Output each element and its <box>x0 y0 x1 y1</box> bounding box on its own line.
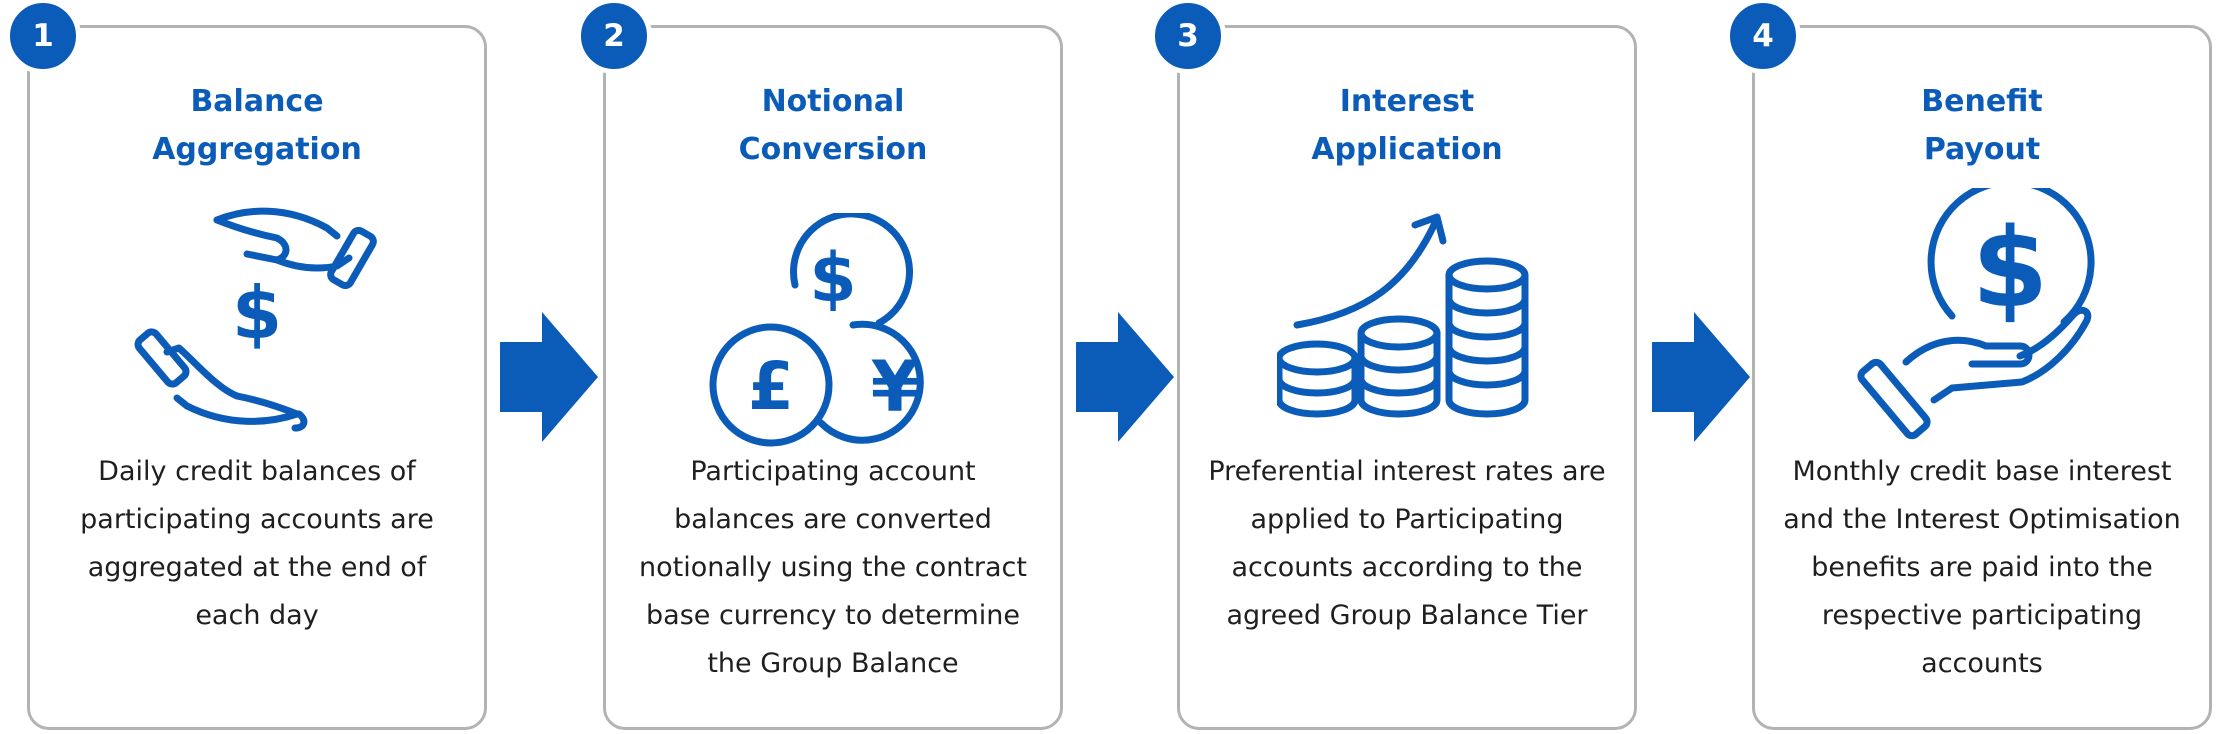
step-description: Preferential interest rates are applied … <box>1208 456 1606 631</box>
step-title-line: Balance <box>190 84 324 119</box>
svg-text:$: $ <box>232 271 282 355</box>
svg-text:£: £ <box>748 348 794 425</box>
svg-text:$: $ <box>1972 204 2049 332</box>
step-title-line: Interest <box>1339 84 1475 119</box>
step-title: Benefit Payout <box>1755 78 2209 174</box>
svg-text:¥: ¥ <box>871 346 920 428</box>
step-card-2: Notional Conversion $ £ ¥ Participating … <box>603 25 1063 730</box>
step-title-line: Benefit <box>1921 84 2043 119</box>
step-title: Balance Aggregation <box>30 78 484 174</box>
step-title: Notional Conversion <box>606 78 1060 174</box>
flow-arrow <box>1652 312 1752 442</box>
step-card-3: Interest Application <box>1177 25 1637 730</box>
step-card-4: Benefit Payout $ Monthly credit base int… <box>1752 25 2212 730</box>
step-number-badge: 1 <box>5 0 81 74</box>
step-number-badge: 3 <box>1150 0 1226 74</box>
flow-arrow <box>1076 312 1176 442</box>
step-card-1: Balance Aggregation $ Daily credit balan… <box>27 25 487 730</box>
step-title-line: Conversion <box>738 132 928 167</box>
step-title-line: Application <box>1311 132 1503 167</box>
step-description: Daily credit balances of participating a… <box>80 456 434 631</box>
hand-holding-dollar-coin-icon: $ <box>1755 188 2209 463</box>
currency-coins-icon: $ £ ¥ <box>606 213 1060 488</box>
step-title-line: Notional <box>761 84 905 119</box>
flow-arrow <box>500 312 600 442</box>
step-title-line: Aggregation <box>152 132 362 167</box>
step-title: Interest Application <box>1180 78 1634 174</box>
step-description: Participating account balances are conve… <box>638 456 1027 679</box>
step-title-line: Payout <box>1923 132 2041 167</box>
svg-text:$: $ <box>809 239 856 318</box>
step-number-badge: 2 <box>576 0 652 74</box>
growing-coin-stacks-icon <box>1180 203 1634 478</box>
hands-exchanging-dollar-icon: $ <box>30 188 484 463</box>
step-description: Monthly credit base interest and the Int… <box>1783 456 2181 679</box>
step-number-badge: 4 <box>1725 0 1801 74</box>
